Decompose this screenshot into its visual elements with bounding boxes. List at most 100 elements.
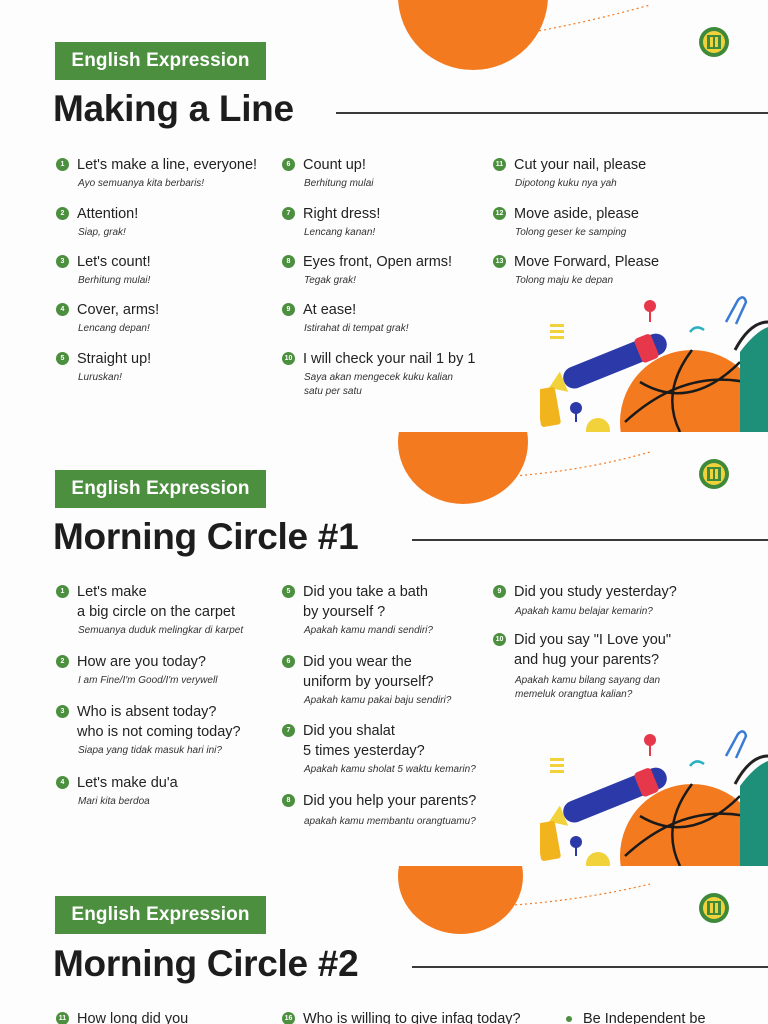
- item-number: 11: [493, 158, 506, 171]
- english-phrase: Did you take a bath by yourself ?: [303, 584, 428, 620]
- indonesian-translation: Tegak grak!: [304, 275, 356, 286]
- section-badge: English Expression: [55, 896, 266, 934]
- list-item: 2 Attention! Siap, grak!: [56, 204, 276, 244]
- english-phrase: Did you study yesterday?: [514, 584, 677, 600]
- list-item: 2 How are you today? I am Fine/I'm Good/…: [56, 652, 276, 692]
- list-item: 6 Did you wear the uniform by yourself? …: [282, 652, 492, 708]
- indonesian-translation: Semuanya duduk melingkar di karpet: [78, 625, 244, 636]
- english-phrase: Cover, arms!: [77, 302, 160, 318]
- indonesian-translation: Apakah kamu pakai baju sendiri?: [304, 695, 452, 706]
- orange-blob: [398, 432, 528, 504]
- indonesian-translation: I am Fine/I'm Good/I'm verywell: [78, 675, 218, 686]
- english-phrase: Let's make du'a: [77, 775, 178, 791]
- list-item: 12 Move aside, please Tolong geser ke sa…: [493, 204, 723, 244]
- indonesian-translation: Berhitung mulai!: [78, 275, 151, 286]
- indonesian-translation: Apakah kamu belajar kemarin?: [515, 606, 653, 617]
- item-number: 2: [56, 207, 69, 220]
- list-item: 4 Cover, arms! Lencang depan!: [56, 300, 276, 340]
- item-number: 9: [493, 585, 506, 598]
- indonesian-translation: Siapa yang tidak masuk hari ini?: [78, 745, 222, 756]
- indonesian-translation: Berhitung mulai: [304, 178, 374, 189]
- school-logo-icon: [699, 27, 729, 57]
- section-title: Morning Circle #1: [53, 516, 359, 557]
- item-number: 1: [56, 158, 69, 171]
- item-number: 6: [282, 655, 295, 668]
- section-making-a-line: English Expression Making a Line 1 Let's…: [0, 0, 768, 432]
- title-divider: [412, 966, 768, 968]
- list-item: 11 How long did you: [56, 1009, 276, 1024]
- indonesian-translation: apakah kamu membantu orangtuamu?: [304, 816, 476, 827]
- item-number: 8: [282, 794, 295, 807]
- item-number: 3: [56, 255, 69, 268]
- section-title: Morning Circle #2: [53, 943, 359, 984]
- list-item: 7 Did you shalat 5 times yesterday? Apak…: [282, 721, 492, 777]
- list-item: 6 Count up! Berhitung mulai: [282, 155, 492, 195]
- list-item: 13 Move Forward, Please Tolong maju ke d…: [493, 252, 723, 292]
- english-phrase: Did you shalat 5 times yesterday?: [303, 723, 425, 759]
- indonesian-translation: Luruskan!: [78, 372, 122, 383]
- english-phrase: Move aside, please: [514, 206, 639, 222]
- indonesian-translation: Siap, grak!: [78, 227, 126, 238]
- indonesian-translation: Istirahat di tempat grak!: [304, 323, 409, 334]
- section-badge: English Expression: [55, 470, 266, 508]
- list-item: 8 Did you help your parents? apakah kamu…: [282, 791, 512, 831]
- item-number: 11: [56, 1012, 69, 1024]
- english-phrase: Cut your nail, please: [514, 157, 647, 173]
- school-logo-icon: [699, 459, 729, 489]
- indonesian-translation: Ayo semuanya kita berbaris!: [78, 178, 205, 189]
- section-badge: English Expression: [55, 42, 266, 80]
- indonesian-translation: Tolong geser ke samping: [515, 227, 627, 238]
- indonesian-translation: Saya akan mengecek kuku kalian satu per …: [304, 372, 453, 397]
- english-phrase: Right dress!: [303, 206, 381, 222]
- indonesian-translation: Tolong maju ke depan: [515, 275, 614, 286]
- item-number: 4: [56, 303, 69, 316]
- english-phrase: I will check your nail 1 by 1: [303, 351, 476, 367]
- title-divider: [412, 539, 768, 541]
- list-item: Be Independent be: [562, 1009, 762, 1024]
- item-number: 5: [282, 585, 295, 598]
- title-divider: [336, 112, 768, 114]
- english-phrase: Did you say "I Love you" and hug your pa…: [514, 632, 671, 668]
- english-phrase: Move Forward, Please: [514, 254, 660, 270]
- english-phrase: Be Independent be: [583, 1011, 706, 1024]
- english-phrase: At ease!: [303, 302, 357, 318]
- english-phrase: Let's count!: [77, 254, 151, 270]
- indonesian-translation: Apakah kamu sholat 5 waktu kemarin?: [304, 764, 476, 775]
- item-number: 13: [493, 255, 506, 268]
- school-logo-icon: [699, 893, 729, 923]
- page-title: Making a Line: [53, 88, 294, 129]
- indonesian-translation: Apakah kamu mandi sendiri?: [304, 625, 433, 636]
- list-item: 10 Did you say "I Love you" and hug your…: [493, 630, 723, 700]
- item-number: 16: [282, 1012, 295, 1024]
- english-phrase: Who is absent today? who is not coming t…: [77, 704, 241, 740]
- item-number: 3: [56, 705, 69, 718]
- english-phrase: Who is willing to give infaq today?: [303, 1011, 521, 1024]
- english-phrase: Attention!: [77, 206, 139, 222]
- item-number: 10: [493, 633, 506, 646]
- indonesian-translation: Mari kita berdoa: [78, 796, 150, 807]
- item-number: 7: [282, 724, 295, 737]
- list-item: 3 Who is absent today? who is not coming…: [56, 702, 276, 758]
- bullet-dot: [566, 1016, 572, 1022]
- item-number: 10: [282, 352, 295, 365]
- item-number: 7: [282, 207, 295, 220]
- item-number: 4: [56, 776, 69, 789]
- item-number: 12: [493, 207, 506, 220]
- list-item: 7 Right dress! Lencang kanan!: [282, 204, 492, 244]
- item-number: 9: [282, 303, 295, 316]
- indonesian-translation: Lencang kanan!: [304, 227, 376, 238]
- list-item: 3 Let's count! Berhitung mulai!: [56, 252, 276, 292]
- english-phrase: Let's make a big circle on the carpet: [77, 584, 235, 620]
- item-number: 1: [56, 585, 69, 598]
- list-item: 10 I will check your nail 1 by 1 Saya ak…: [282, 349, 492, 403]
- english-phrase: How are you today?: [77, 654, 206, 670]
- school-supplies-illustration: [540, 296, 768, 432]
- english-phrase: Straight up!: [77, 351, 152, 367]
- list-item: 4 Let's make du'a Mari kita berdoa: [56, 773, 276, 813]
- orange-blob: [398, 0, 548, 70]
- list-item: 9 At ease! Istirahat di tempat grak!: [282, 300, 492, 340]
- indonesian-translation: Apakah kamu bilang sayang dan memeluk or…: [515, 675, 661, 700]
- list-item: 5 Did you take a bath by yourself ? Apak…: [282, 582, 492, 638]
- english-phrase: Count up!: [303, 157, 366, 173]
- item-number: 8: [282, 255, 295, 268]
